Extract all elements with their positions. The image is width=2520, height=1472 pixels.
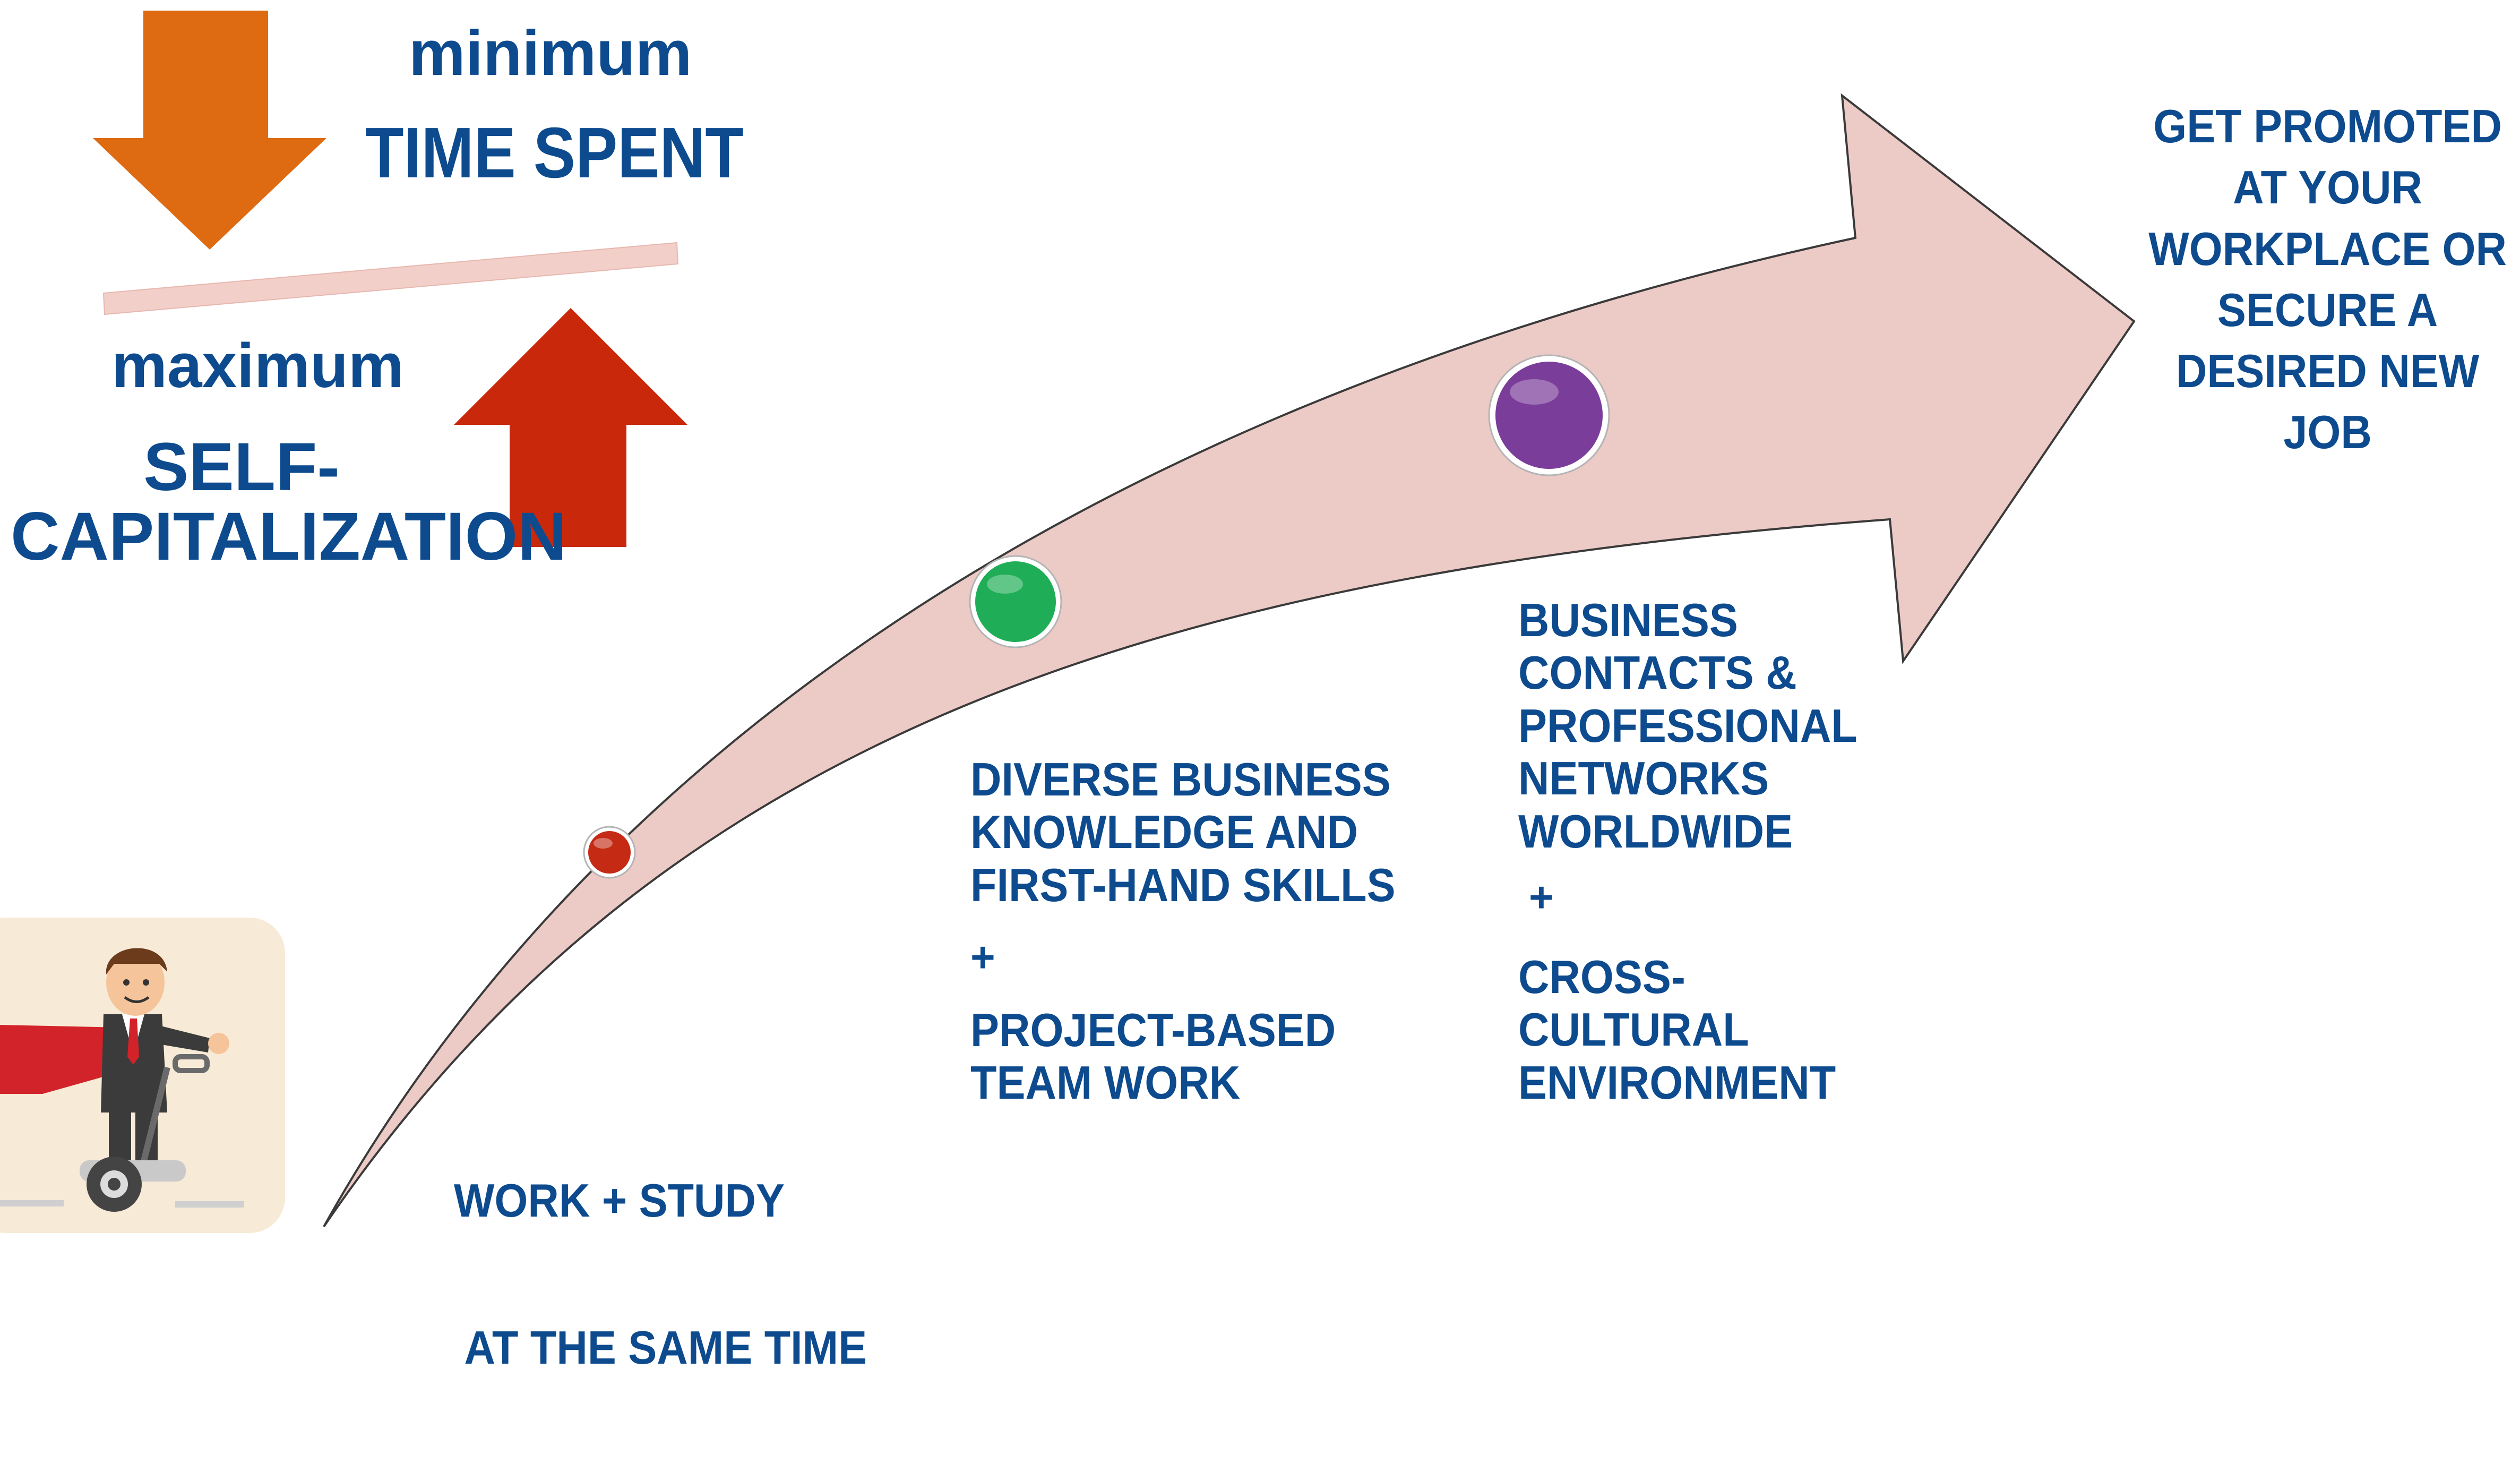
milestone-3-text-a: BUSINESS CONTACTS & PROFESSIONAL NETWORK… [1518,594,1857,858]
milestone-3-line-6: CROSS- [1518,951,1685,1003]
milestone-3-line-5: WORLDWIDE [1518,805,1793,858]
milestone-2-text-a: DIVERSE BUSINESS KNOWLEDGE AND FIRST-HAN… [970,753,1396,911]
time-spent-label: TIME SPENT [365,113,744,193]
goal-line-4: SECURE A [2217,283,2438,336]
milestone-2-line-4: PROJECT-BASED [970,1004,1336,1056]
minimum-label: minimum [409,18,692,89]
milestone-1-line-1: WORK + STUDY [454,1174,785,1227]
progress-arrow-shape [323,93,2136,1228]
self-capitalization-label: SELF- CAPITALIZATION [11,429,567,575]
milestone-2-line-3: FIRST-HAND SKILLS [970,858,1396,911]
milestone-3-line-1: BUSINESS [1518,594,1738,646]
seesaw-bar [102,242,679,315]
diagram-graphics [0,11,2136,1236]
milestone-3-line-8: ENVIRONMENT [1518,1056,1836,1109]
milestone-2-plus: + [970,934,995,981]
down-arrow-icon [93,11,326,250]
milestone-2-line-1: DIVERSE BUSINESS [970,753,1391,806]
milestone-2-line-5: TEAM WORK [970,1056,1241,1109]
self-capitalization-line-1: SELF- [143,429,340,505]
milestone-dot-3 [1488,354,1610,476]
goal-text: GET PROMOTED AT YOUR WORKPLACE OR SECURE… [2142,96,2513,463]
maximum-label: maximum [111,331,404,401]
milestone-dot-1 [583,826,636,879]
milestone-3-line-7: CULTURAL [1518,1003,1749,1056]
self-capitalization-line-2: CAPITALIZATION [11,498,567,575]
goal-line-5: DESIRED NEW [2175,345,2480,398]
goal-line-3: WORKPLACE OR [2148,222,2507,275]
milestone-3-line-2: CONTACTS & [1518,646,1797,699]
milestone-2-text-b: PROJECT-BASED TEAM WORK [970,1004,1336,1109]
goal-line-2: AT YOUR [2233,161,2423,214]
goal-line-1: GET PROMOTED [2153,100,2502,152]
milestone-dot-2 [969,555,1062,648]
milestone-3-line-3: PROFESSIONAL [1518,699,1857,752]
milestone-2-line-2: KNOWLEDGE AND [970,806,1358,859]
milestone-3-text-b: CROSS- CULTURAL ENVIRONMENT [1518,951,1836,1109]
milestone-1-line-2: AT THE SAME TIME [454,1321,867,1374]
milestone-3-line-4: NETWORKS [1518,752,1769,805]
businessman-on-segway-illustration [0,914,288,1236]
milestone-1-text: WORK + STUDY AT THE SAME TIME [454,1078,867,1470]
diagram-canvas: minimum TIME SPENT maximum SELF- CAPITAL… [0,11,2513,1372]
goal-line-6: JOB [2283,406,2372,459]
milestone-3-plus: + [1529,874,1554,921]
up-arrow-icon [454,308,687,547]
